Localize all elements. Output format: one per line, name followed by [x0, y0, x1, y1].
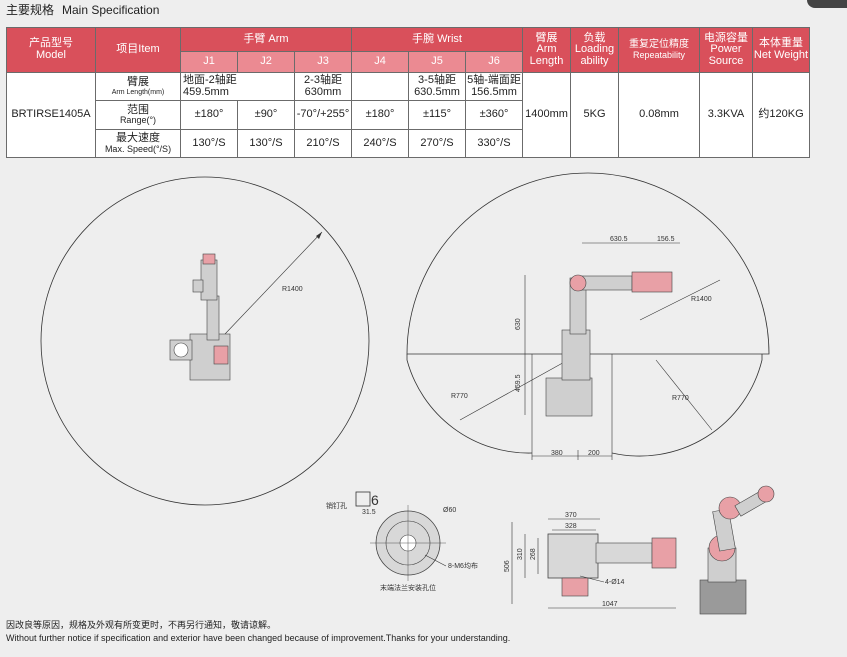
dim-r1400-right: R1400: [691, 296, 712, 303]
range-j5: ±115°: [408, 100, 466, 130]
dim-630: 630: [515, 318, 522, 330]
footer-en: Without further notice if specification …: [6, 633, 511, 643]
dim-4-14: 4-Ø14: [605, 579, 625, 586]
range-j1: ±180°: [180, 100, 238, 130]
loading-value: 5KG: [570, 72, 619, 158]
header-j4: J4: [351, 51, 409, 73]
dim-268: 268: [530, 548, 537, 560]
speed-j1: 130°/S: [180, 129, 238, 158]
dim-506: 506: [504, 560, 511, 572]
section-title: 主要规格 Main Specification: [6, 1, 167, 18]
dim-r1400-left: R1400: [282, 286, 303, 293]
model-value: BRTIRSE1405A: [6, 72, 96, 158]
header-j6: J6: [465, 51, 523, 73]
title-cn: 主要规格: [6, 3, 55, 17]
footer-cn: 因改良等原因，规格及外观有所变更时，不再另行通知，敬请谅解。: [6, 620, 277, 630]
robot-3d-illustration: [699, 485, 775, 615]
dim-8-m6: 8-M6均布: [448, 561, 478, 570]
range-j3: -70°/+255°: [294, 100, 352, 130]
title-en: Main Specification: [62, 3, 160, 17]
header-wrist: 手腕 Wrist: [351, 27, 523, 52]
dim-200: 200: [588, 450, 600, 457]
speed-j5: 270°/S: [408, 129, 466, 158]
dim-310: 310: [517, 548, 524, 560]
top-view-workspace: R1400: [40, 176, 370, 506]
header-j3: J3: [294, 51, 352, 73]
power-value: 3.3KVA: [699, 72, 753, 158]
corner-decoration: [807, 0, 847, 8]
arm-length-value: 1400mm: [522, 72, 571, 158]
dim-370: 370: [565, 512, 577, 519]
reach-j4: [351, 72, 409, 101]
technical-drawings: R1400 380 200 R770 R770 R1400 630.5: [40, 172, 775, 615]
dim-630-5: 630.5: [610, 236, 628, 243]
dim-6: 6: [371, 492, 379, 508]
dim-pin-hole: 销钉孔: [326, 501, 347, 510]
flange-detail: 销钉孔 6 31.5 Ø60 8-M6均布 末端法兰安装孔位: [326, 491, 478, 592]
footer-note: 因改良等原因，规格及外观有所变更时，不再另行通知，敬请谅解。 Without f…: [6, 619, 510, 645]
dim-459-5: 459.5: [515, 374, 522, 392]
dim-r770-right: R770: [672, 395, 689, 402]
dim-r770-left: R770: [451, 393, 468, 400]
repeatability-value: 0.08mm: [618, 72, 700, 158]
header-j5: J5: [408, 51, 466, 73]
header-j2: J2: [237, 51, 295, 73]
dim-328: 328: [565, 523, 577, 530]
base-dimension-drawing: 370 328 310 268 506 4-Ø14 1047: [504, 512, 677, 609]
flange-note: 末端法兰安装孔位: [380, 583, 436, 592]
header-item: 项目Item: [95, 27, 181, 73]
range-j2: ±90°: [237, 100, 295, 130]
speed-j3: 210°/S: [294, 129, 352, 158]
dim-d60: Ø60: [443, 507, 456, 514]
speed-j2: 130°/S: [237, 129, 295, 158]
speed-j4: 240°/S: [351, 129, 409, 158]
range-j6: ±360°: [465, 100, 523, 130]
weight-value: 约120KG: [752, 72, 810, 158]
header-arm: 手臂 Arm: [180, 27, 352, 52]
dim-156-5: 156.5: [657, 236, 675, 243]
speed-j6: 330°/S: [465, 129, 523, 158]
robot-side-view-icon: [545, 271, 673, 417]
dim-1047: 1047: [602, 601, 618, 608]
dim-31-5: 31.5: [362, 509, 376, 516]
robot-top-view-icon: [169, 253, 231, 381]
range-j4: ±180°: [351, 100, 409, 130]
header-j1: J1: [180, 51, 238, 73]
dim-380: 380: [551, 450, 563, 457]
side-view-workspace: 380 200 R770 R770 R1400 630.5 156.5 630 …: [406, 172, 770, 460]
